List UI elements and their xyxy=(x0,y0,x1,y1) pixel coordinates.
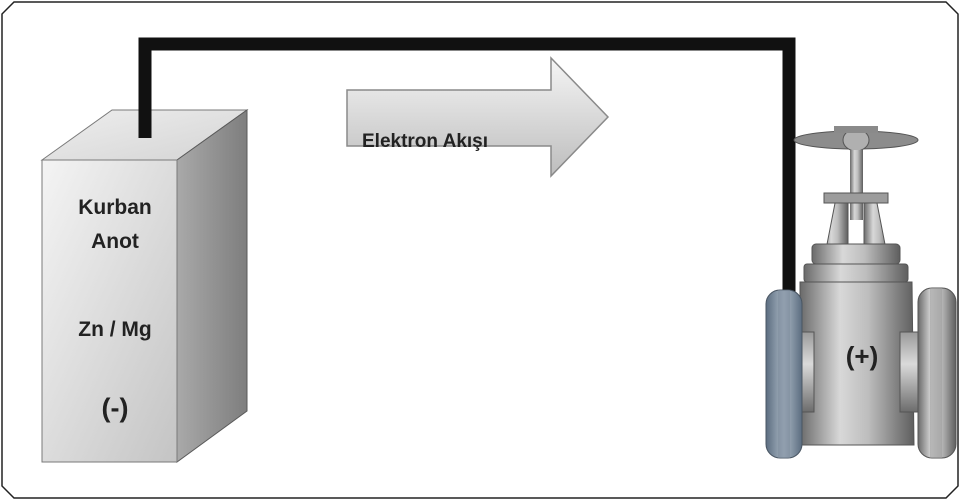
anode-label-line2: Anot xyxy=(91,230,139,253)
electron-flow-arrow xyxy=(346,56,610,178)
electron-flow-label: Elektron Akışı xyxy=(362,131,489,152)
anode-box-side xyxy=(176,109,248,463)
anode-box-front xyxy=(41,159,178,463)
anode-label-line1: Kurban xyxy=(78,196,152,219)
anode-material-label: Zn / Mg xyxy=(78,318,152,341)
connection-wire xyxy=(138,37,796,300)
valve-polarity-label: (+) xyxy=(845,341,879,371)
valve-icon xyxy=(765,126,957,459)
valve-stem xyxy=(850,150,863,220)
valve-bonnet xyxy=(811,243,901,265)
anode-polarity-label: (-) xyxy=(101,393,129,423)
